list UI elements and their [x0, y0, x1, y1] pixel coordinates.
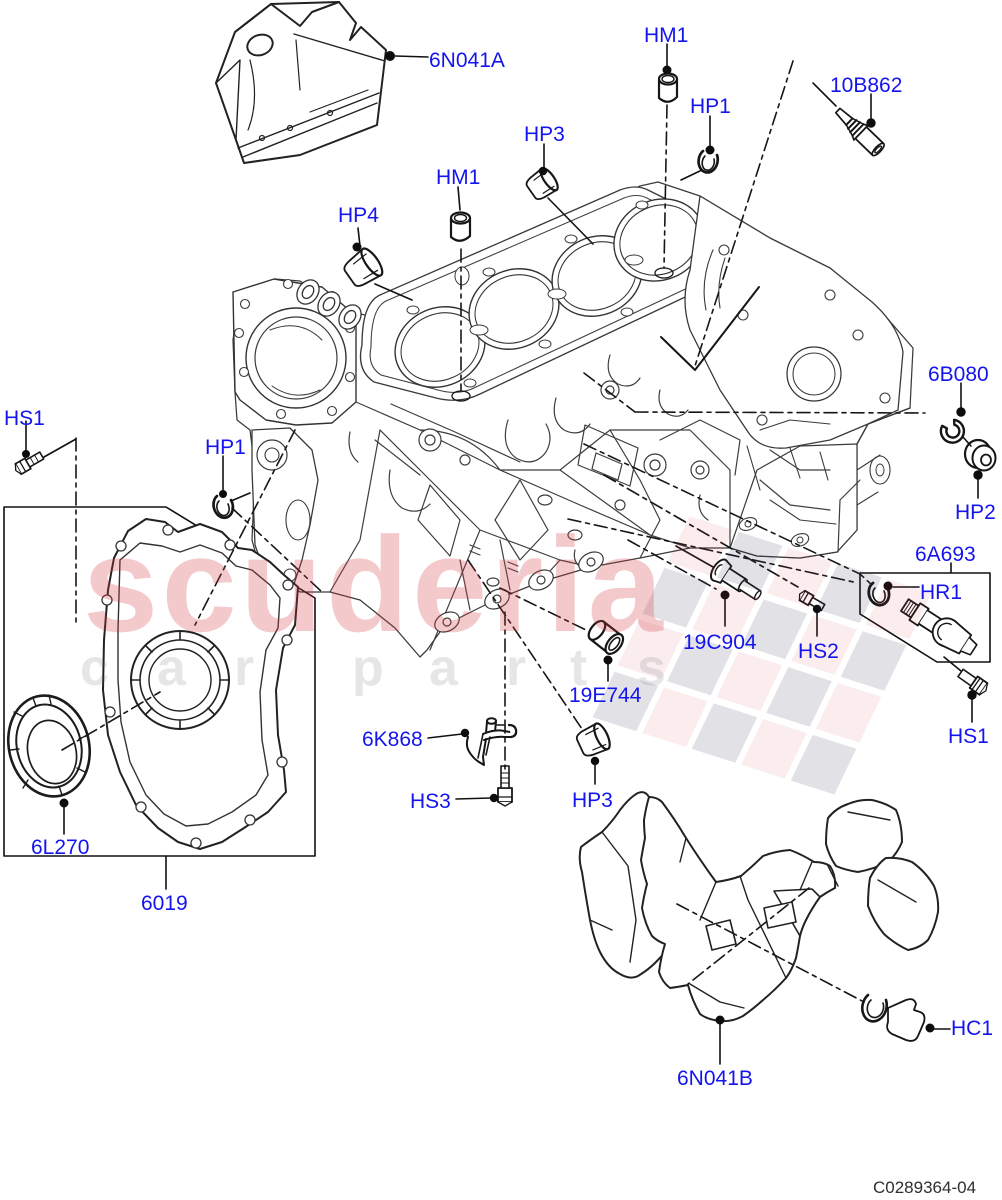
svg-text:6A693: 6A693 — [915, 543, 976, 566]
svg-text:HM1: HM1 — [436, 166, 480, 189]
svg-text:r: r — [506, 639, 526, 697]
svg-text:a: a — [429, 639, 459, 697]
svg-text:HC1: HC1 — [951, 1017, 993, 1040]
svg-text:6K868: 6K868 — [362, 728, 423, 751]
svg-text:HP1: HP1 — [205, 436, 246, 459]
svg-text:HP1: HP1 — [690, 95, 731, 118]
svg-text:C0289364-04: C0289364-04 — [873, 1178, 976, 1197]
svg-text:c: c — [80, 639, 109, 697]
svg-text:6B080: 6B080 — [928, 363, 989, 386]
svg-text:19E744: 19E744 — [569, 684, 642, 707]
svg-text:scuderia: scuderia — [83, 509, 666, 660]
svg-text:a: a — [157, 639, 187, 697]
svg-text:HP3: HP3 — [524, 123, 565, 146]
svg-text:HM1: HM1 — [644, 24, 688, 47]
svg-text:6N041A: 6N041A — [429, 49, 505, 72]
svg-text:r: r — [234, 639, 254, 697]
svg-text:HS1: HS1 — [4, 407, 45, 430]
svg-text:HS3: HS3 — [410, 790, 451, 813]
svg-text:s: s — [637, 639, 666, 697]
svg-text:p: p — [352, 639, 384, 697]
svg-text:HS2: HS2 — [798, 640, 839, 663]
svg-text:6N041B: 6N041B — [677, 1067, 753, 1090]
svg-text:19C904: 19C904 — [683, 631, 757, 654]
svg-text:6019: 6019 — [141, 892, 188, 915]
svg-text:10B862: 10B862 — [830, 74, 902, 97]
svg-text:HS1: HS1 — [948, 725, 989, 748]
svg-text:HP4: HP4 — [338, 204, 379, 227]
svg-text:HR1: HR1 — [920, 581, 962, 604]
svg-text:6L270: 6L270 — [31, 836, 89, 859]
svg-text:t: t — [570, 639, 587, 697]
svg-text:HP2: HP2 — [955, 501, 996, 524]
svg-text:HP3: HP3 — [572, 789, 613, 812]
